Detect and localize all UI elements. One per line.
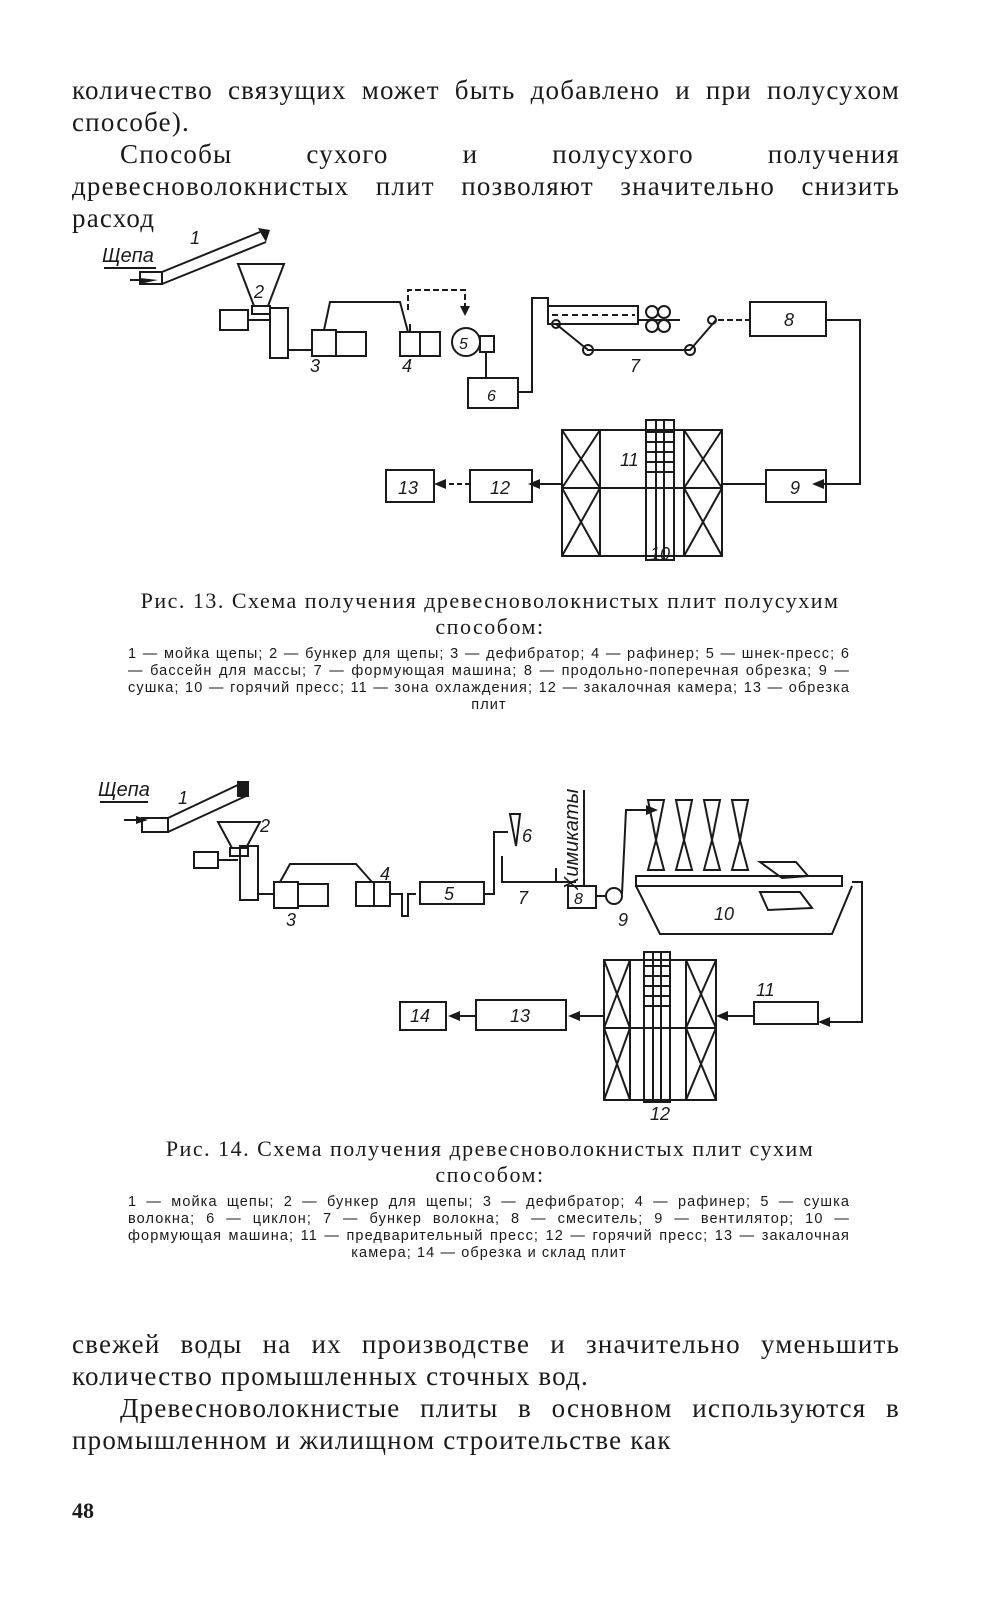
figure-14-legend: 1 — мойка щепы; 2 — бункер для щепы; 3 —… — [128, 1194, 850, 1261]
svg-text:2: 2 — [253, 282, 264, 302]
svg-text:13: 13 — [510, 1006, 530, 1026]
paragraph-2: Способы сухого и полусухого получения др… — [72, 139, 900, 233]
fig14-chemicals-label: Химикаты — [561, 788, 583, 891]
figure-14-caption: Рис. 14. Схема получения древесноволокни… — [165, 1136, 815, 1187]
svg-text:8: 8 — [574, 891, 583, 908]
svg-text:7: 7 — [630, 356, 641, 376]
svg-text:10: 10 — [714, 904, 734, 924]
svg-text:8: 8 — [784, 310, 794, 330]
svg-text:2: 2 — [259, 816, 270, 836]
svg-text:9: 9 — [790, 478, 800, 498]
svg-text:1: 1 — [178, 788, 188, 808]
svg-text:12: 12 — [650, 1104, 670, 1124]
svg-text:12: 12 — [490, 478, 510, 498]
svg-text:11: 11 — [620, 450, 639, 470]
fig13-input-label: Щепа — [102, 245, 154, 267]
svg-text:6: 6 — [487, 388, 496, 405]
page-number: 48 — [72, 1498, 94, 1523]
svg-text:10: 10 — [650, 544, 670, 564]
figure-14-diagram: Щепа 1 2 3 4 5 6 7 Химикаты 8 — [90, 770, 890, 1126]
svg-text:3: 3 — [310, 356, 320, 376]
svg-text:9: 9 — [618, 910, 628, 930]
svg-text:4: 4 — [402, 356, 412, 376]
figure-13-legend: 1 — мойка щепы; 2 — бункер для щепы; 3 —… — [128, 646, 850, 713]
svg-text:5: 5 — [444, 884, 455, 904]
svg-text:14: 14 — [410, 1006, 430, 1026]
paragraph-3: свежей воды на их производстве и значите… — [72, 1329, 900, 1391]
svg-text:5: 5 — [459, 336, 468, 353]
svg-text:3: 3 — [286, 910, 296, 930]
svg-text:6: 6 — [522, 826, 533, 846]
svg-text:4: 4 — [380, 864, 390, 884]
figure-13-diagram: Щепа 1 2 3 4 5 6 — [90, 220, 890, 570]
svg-text:13: 13 — [398, 478, 418, 498]
fig13-label-1: 1 — [190, 228, 200, 248]
fig14-input-label: Щепа — [98, 779, 150, 801]
paragraph-4: Древесноволокнистые плиты в основном исп… — [72, 1393, 900, 1455]
svg-text:7: 7 — [518, 888, 529, 908]
figure-13-caption: Рис. 13. Схема получения древесноволокни… — [140, 588, 840, 639]
paragraph-1: количество связущих может быть добавлено… — [72, 75, 900, 137]
svg-text:11: 11 — [756, 980, 775, 1000]
